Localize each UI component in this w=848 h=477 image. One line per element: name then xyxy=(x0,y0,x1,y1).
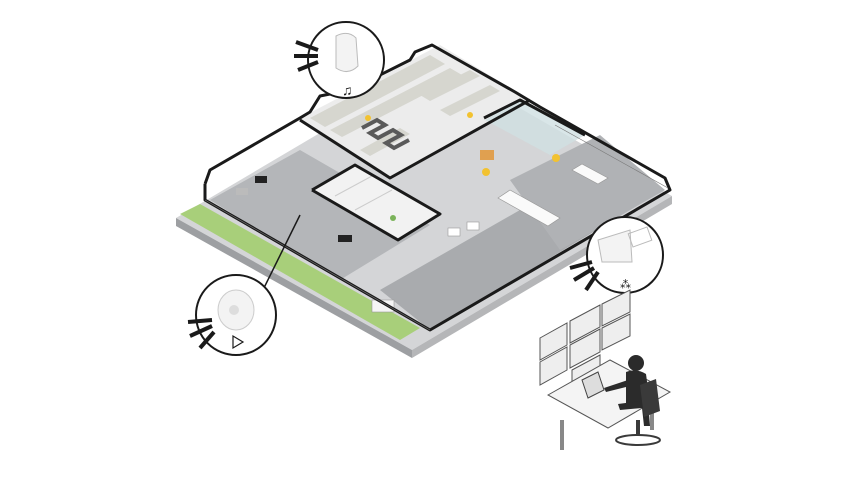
speaker-icon xyxy=(335,32,359,72)
van xyxy=(447,227,461,237)
fence xyxy=(204,124,669,331)
gatehouse xyxy=(371,299,395,313)
boxes xyxy=(480,150,494,160)
callout-dome-speaker[interactable] xyxy=(187,274,277,356)
play-icon xyxy=(232,334,245,350)
grass-strip xyxy=(180,204,420,340)
operator-workstation xyxy=(539,289,672,450)
truck xyxy=(571,163,609,185)
callout-horn-speaker[interactable]: ⁂ xyxy=(569,216,664,294)
worker xyxy=(365,115,371,121)
vehicles xyxy=(236,163,609,313)
van xyxy=(466,221,480,231)
truck xyxy=(497,189,561,227)
car xyxy=(236,188,248,195)
forklift xyxy=(552,154,560,162)
alarm-burst-icon: ⁂ xyxy=(620,279,631,291)
zone-outlines xyxy=(203,43,672,332)
warehouse xyxy=(300,45,560,178)
music-note-icon: ♫ xyxy=(342,82,353,98)
forklift xyxy=(482,168,490,176)
callout-ceiling-speaker[interactable]: ♫ xyxy=(294,21,385,99)
office-block xyxy=(312,165,440,240)
monitor xyxy=(581,371,605,399)
sound-waves-icon xyxy=(294,40,319,72)
worker xyxy=(467,112,473,118)
horn-speaker-icon xyxy=(597,229,633,263)
loading-canopy xyxy=(485,100,585,155)
callout-leader xyxy=(257,214,301,301)
operator xyxy=(604,355,650,426)
sound-waves-icon xyxy=(569,260,600,292)
car xyxy=(338,235,352,242)
conveyor xyxy=(361,117,410,151)
sound-waves-icon xyxy=(187,318,216,350)
car xyxy=(255,176,267,183)
office-chair xyxy=(615,379,661,446)
